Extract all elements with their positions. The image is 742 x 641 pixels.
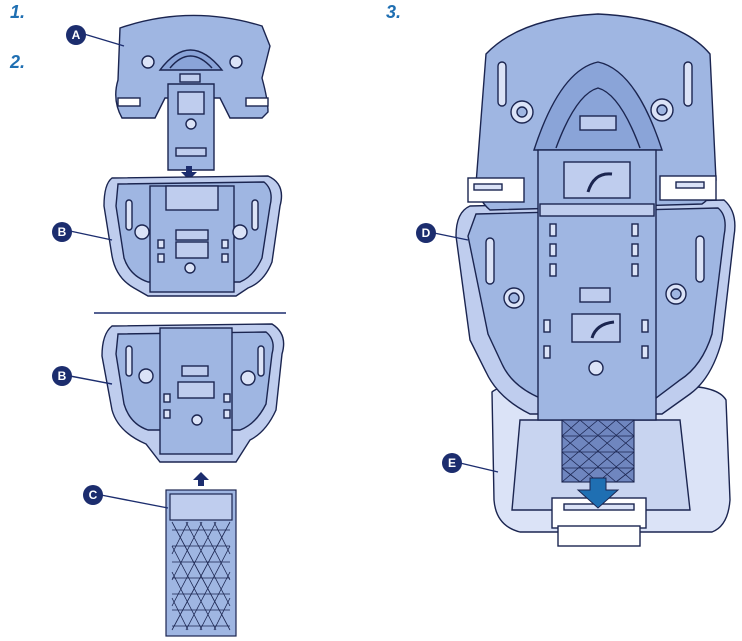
arrow-down-icon — [181, 166, 197, 180]
callout-e: E — [442, 453, 462, 473]
callout-d: D — [416, 223, 436, 243]
arrow-down-large-icon — [576, 477, 620, 509]
central-rail-plate — [537, 149, 657, 421]
harness-plate-assembled — [561, 419, 635, 483]
backrest-part-b-upper — [103, 175, 283, 297]
callout-a: A — [66, 25, 86, 45]
harness-plate-part-c — [165, 489, 237, 637]
callout-c: C — [83, 485, 103, 505]
step-2-label: 2. — [10, 52, 26, 72]
callout-b-upper: B — [52, 222, 72, 242]
callout-leaders — [69, 33, 499, 509]
step-3-label: 3. — [386, 2, 402, 22]
arrow-up-icon — [193, 472, 209, 486]
headrest-part-a — [115, 14, 271, 171]
backrest-part-b-lower — [101, 323, 285, 463]
step-1-label: 1. — [10, 2, 26, 22]
callout-b-lower: B — [52, 366, 72, 386]
